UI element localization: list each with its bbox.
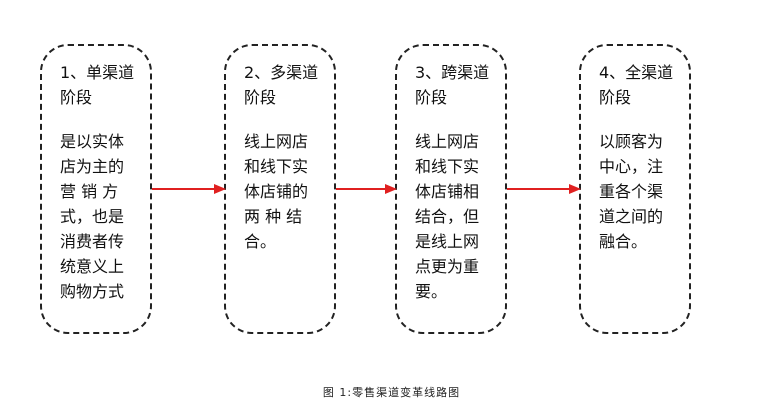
stage-1-title: 1、单渠道 阶段 bbox=[60, 63, 135, 107]
stage-2-title: 2、多渠道 阶段 bbox=[244, 63, 319, 107]
arrow-3-to-4 bbox=[507, 184, 581, 194]
arrow-1-to-2 bbox=[152, 184, 226, 194]
stage-3-description: 线上网店 和线下实 体店铺相 结合，但 是线上网 点更为重 要。 bbox=[415, 132, 480, 301]
figure-caption: 图 1:零售渠道变革线路图 bbox=[322, 386, 461, 399]
stage-2-description: 线上网店 和线下实 体店铺的 两 种 结 合。 bbox=[244, 132, 309, 251]
arrow-3-head bbox=[569, 184, 581, 194]
stage-4-title: 4、全渠道 阶段 bbox=[599, 63, 674, 107]
stage-3-title: 3、跨渠道 阶段 bbox=[415, 63, 490, 107]
stage-4-box: 4、全渠道 阶段 以顾客为 中心，注 重各个渠 道之间的 融合。 bbox=[579, 44, 691, 334]
arrow-2-to-3 bbox=[336, 184, 397, 194]
arrow-1-head bbox=[214, 184, 226, 194]
stage-1-box: 1、单渠道 阶段 是以实体 店为主的 营 销 方 式，也是 消费者传 统意义上 … bbox=[40, 44, 152, 334]
stage-3-box: 3、跨渠道 阶段 线上网店 和线下实 体店铺相 结合，但 是线上网 点更为重 要… bbox=[395, 44, 507, 334]
stage-1-description: 是以实体 店为主的 营 销 方 式，也是 消费者传 统意义上 购物方式 bbox=[60, 132, 125, 301]
arrow-2-head bbox=[385, 184, 397, 194]
stage-2-box: 2、多渠道 阶段 线上网店 和线下实 体店铺的 两 种 结 合。 bbox=[224, 44, 336, 334]
stage-4-description: 以顾客为 中心，注 重各个渠 道之间的 融合。 bbox=[599, 132, 664, 251]
